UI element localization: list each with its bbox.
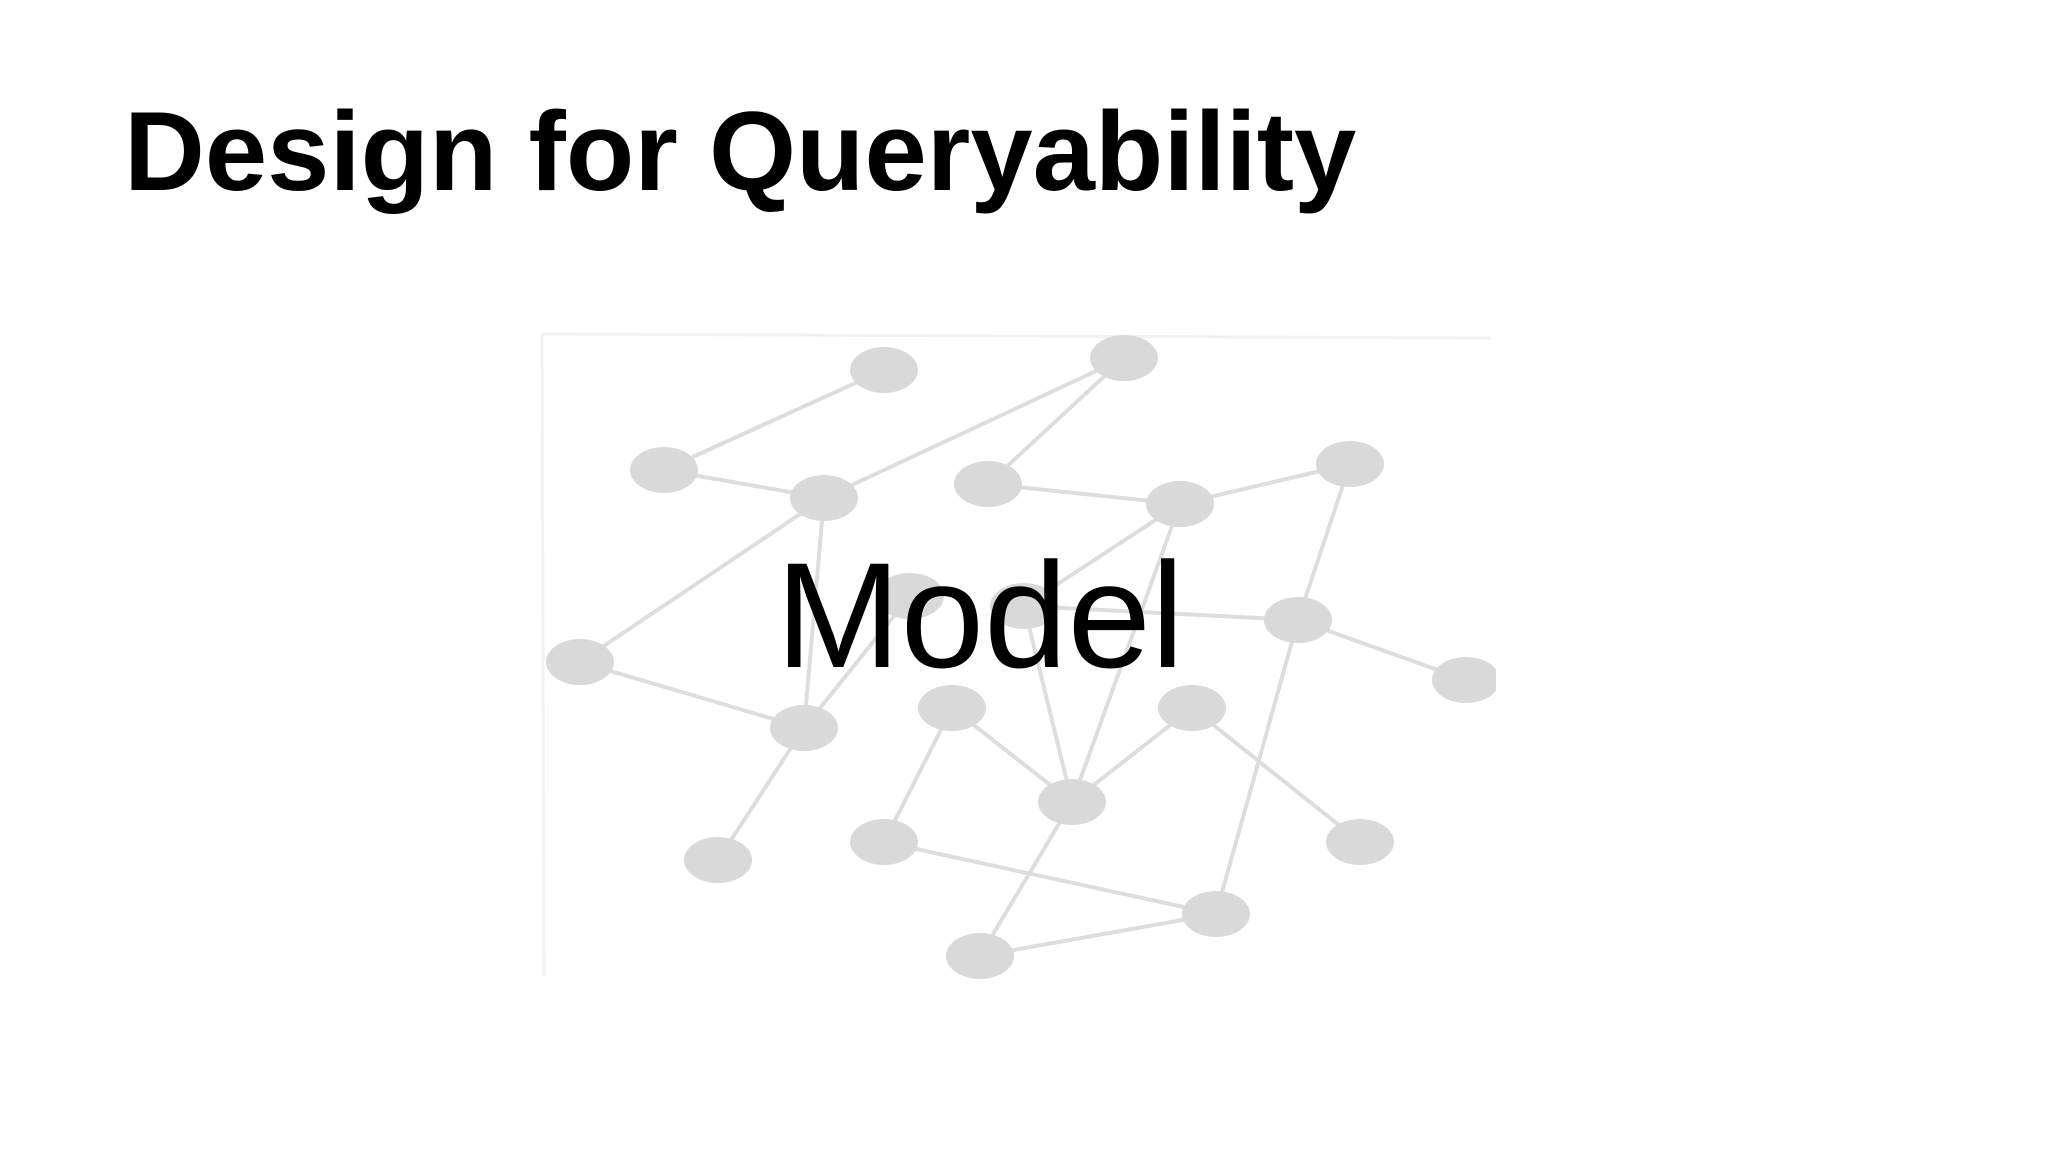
graph-edge [578, 660, 806, 730]
graph-node [1146, 481, 1214, 527]
graph-node [954, 461, 1022, 507]
graph-node [850, 819, 918, 865]
graph-edge [978, 912, 1218, 958]
graph-edge [986, 356, 1126, 486]
graph-edge [978, 800, 1074, 958]
graph-node [684, 837, 752, 883]
graph-node [946, 933, 1014, 979]
slide-title: Design for Queryability [124, 89, 1357, 214]
graph-edge [662, 368, 886, 472]
graph-node [876, 573, 944, 619]
graph-edge [882, 840, 1218, 916]
graph-node [918, 685, 986, 731]
graph-node [850, 347, 918, 393]
image-border-left [540, 333, 546, 977]
network-graph-image [540, 330, 1496, 980]
graph-node [1038, 779, 1106, 825]
graph-edge [882, 706, 954, 844]
graph-edge [1296, 462, 1352, 622]
graph-edge [1022, 604, 1300, 622]
graph-edge [1022, 502, 1182, 608]
graph-edge [802, 496, 826, 730]
graph-node [1432, 657, 1496, 703]
graph-edge [802, 594, 912, 730]
graph-node [1316, 441, 1384, 487]
graph-node [546, 639, 614, 685]
graph-edge [822, 356, 1126, 500]
graph-edge [1022, 604, 1074, 804]
network-graph-svg [540, 332, 1496, 979]
graph-edge [1070, 502, 1182, 804]
graph-node [1090, 335, 1158, 381]
graph-nodes [546, 335, 1496, 979]
graph-edges [578, 356, 1468, 958]
graph-edge [1214, 618, 1300, 916]
graph-node [1158, 685, 1226, 731]
graph-node [770, 705, 838, 751]
graph-node [1326, 819, 1394, 865]
graph-edge [1190, 706, 1362, 844]
graph-node [1264, 597, 1332, 643]
graph-edge [578, 496, 826, 664]
graph-node [1182, 891, 1250, 937]
graph-edge [716, 726, 806, 862]
image-border-top [541, 332, 1491, 340]
model-label: Model [775, 531, 1185, 699]
graph-node [790, 475, 858, 521]
graph-node [990, 583, 1058, 629]
graph-node [630, 447, 698, 493]
